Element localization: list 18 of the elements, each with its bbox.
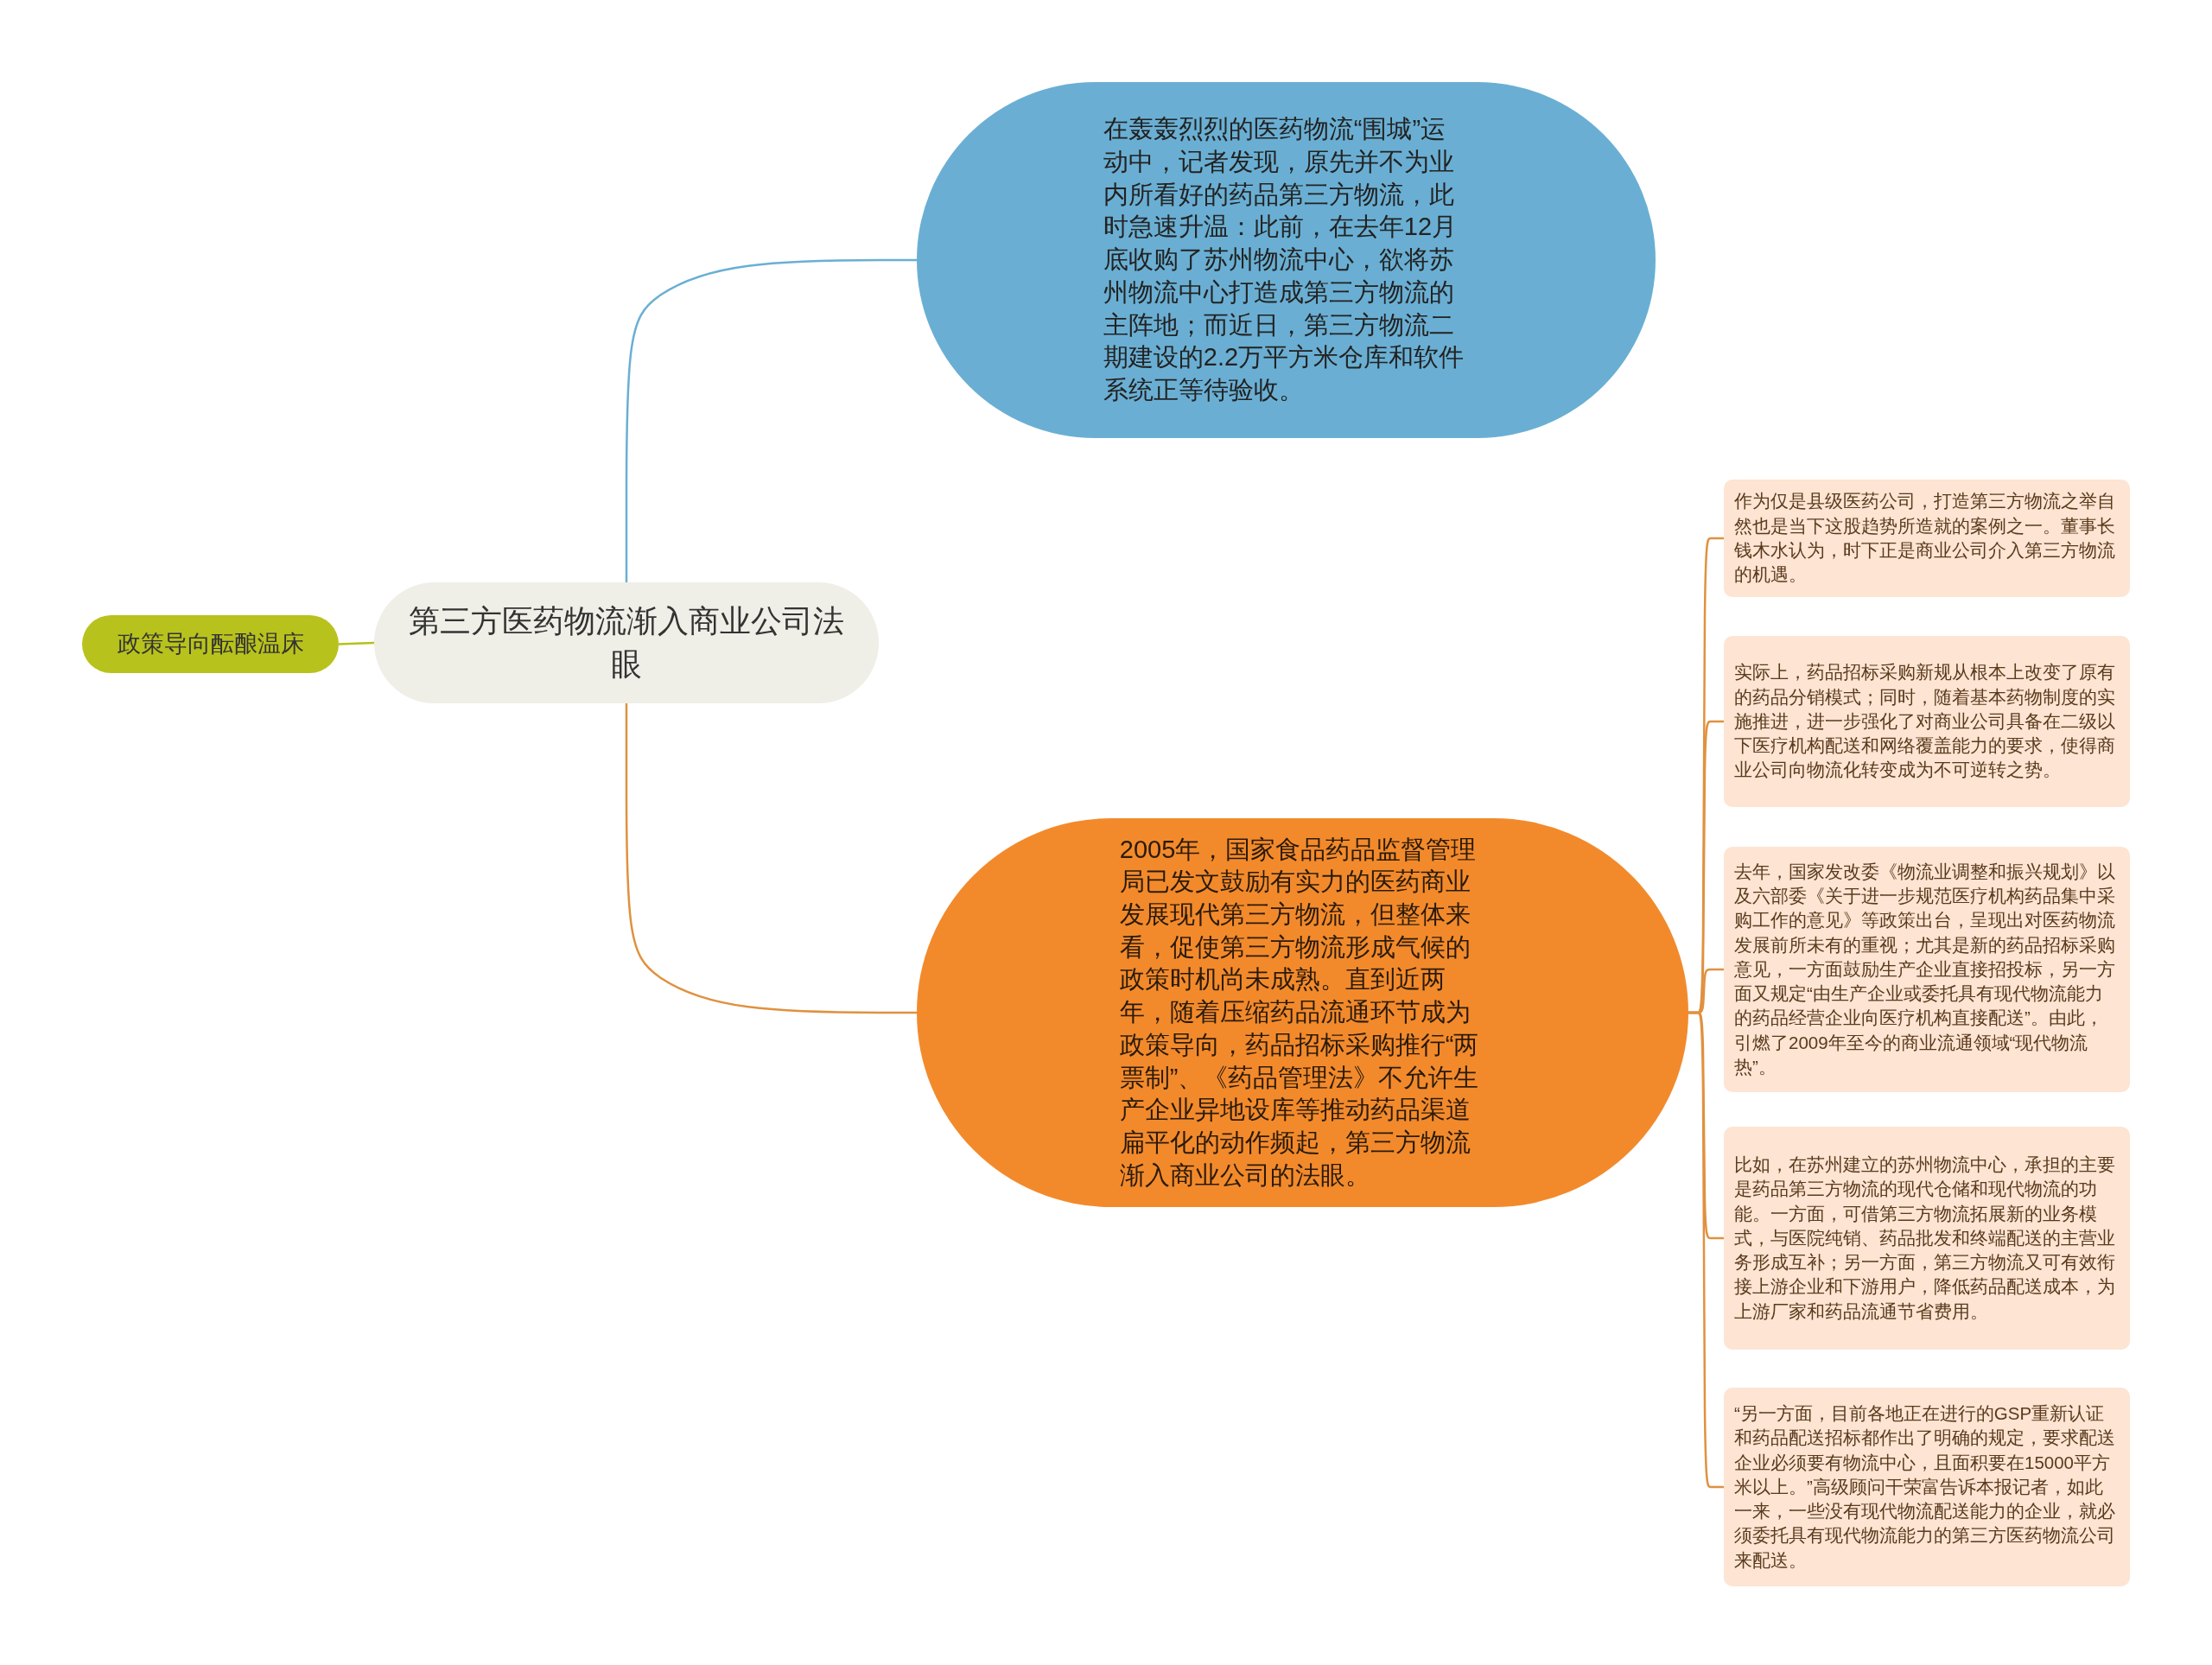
- node-text: 作为仅是县级医药公司，打造第三方物流之举自然也是当下这股趋势所造就的案例之一。董事长钱木水认为，时下正是商业公司介入第三方物流的机遇。: [1734, 490, 2116, 587]
- note-card: [1724, 480, 2130, 597]
- node-text: 政策导向酝酿温床: [117, 630, 304, 658]
- node-text: 第三方医药物流渐入商业公司法眼: [409, 601, 844, 683]
- note-card: [1724, 1388, 2130, 1586]
- note-card: [1724, 847, 2130, 1092]
- connector-line: [338, 641, 375, 645]
- note-card: [1724, 636, 2130, 807]
- connector-line: [625, 258, 917, 582]
- node-text: 实际上，药品招标采购新规从根本上改变了原有的药品分销模式；同时，随着基本药物制度的实施推进，进一步强化了对商业公司具备在二级以下医疗机构配送和网络覆盖能力的要求，使得商业公司向物流化转变成为不可逆转之势。: [1734, 661, 2116, 782]
- node-text: “另一方面，目前各地正在进行的GSP重新认证和药品配送招标都作出了明确的规定，要求配送企业必须要有物流中心，且面积要在15000平方米以上。”高级顾问干荣富告诉本报记者，如此一来，一些没有现代物流配送能力的企业，就必须委托具有现代物流能力的第三方医药物流公司来配送。: [1734, 1402, 2116, 1572]
- node-text: 去年，国家发改委《物流业调整和振兴规划》以及六部委《关于进一步规范医疗机构药品集中采购工作的意见》等政策出台，呈现出对医药物流发展前所未有的重视；尤其是新的药品招标采购意见，一方面鼓励生产企业直接招投标，另一方面又规定“由生产企业或委托具有现代物流能力的药品经营企业向医疗机构直接配送”。由此，引燃了2009年至今的商业流通领域“现代物流热”。: [1734, 860, 2116, 1078]
- connector-line: [625, 703, 917, 1014]
- node-text: 在轰轰烈烈的医药物流“围城”运动中，记者发现，原先并不为业内所看好的药品第三方物流，此时急速升温：此前，在去年12月底收购了苏州物流中心，欲将苏州物流中心打造成第三方物流的主阵地；而近日，第三方物流二期建设的2.2万平方米仓库和软件系统正等待验收。: [1103, 114, 1465, 405]
- node-text: 2005年，国家食品药品监督管理局已发文鼓励有实力的医药商业发展现代第三方物流，但整体来看，促使第三方物流形成气候的政策时机尚未成熟。直到近两年，随着压缩药品流通环节成为政策导向，药品招标采购推行“两票制”、《药品管理法》不允许生产企业异地设库等推动药品渠道扁平化的动作频起，第三方物流渐入商业公司的法眼。: [1119, 834, 1480, 1191]
- node-text: 比如，在苏州建立的苏州物流中心，承担的主要是药品第三方物流的现代仓储和现代物流的功能。一方面，可借第三方物流拓展新的业务模式，与医院纯销、药品批发和终端配送的主营业务形成互补；另一方面，第三方物流又可有效衔接上游企业和下游用户，降低药品配送成本，为上游厂家和药品流通节省费用。: [1734, 1153, 2116, 1323]
- connector-line: [1688, 1011, 1724, 1489]
- note-card: [1724, 1127, 2130, 1350]
